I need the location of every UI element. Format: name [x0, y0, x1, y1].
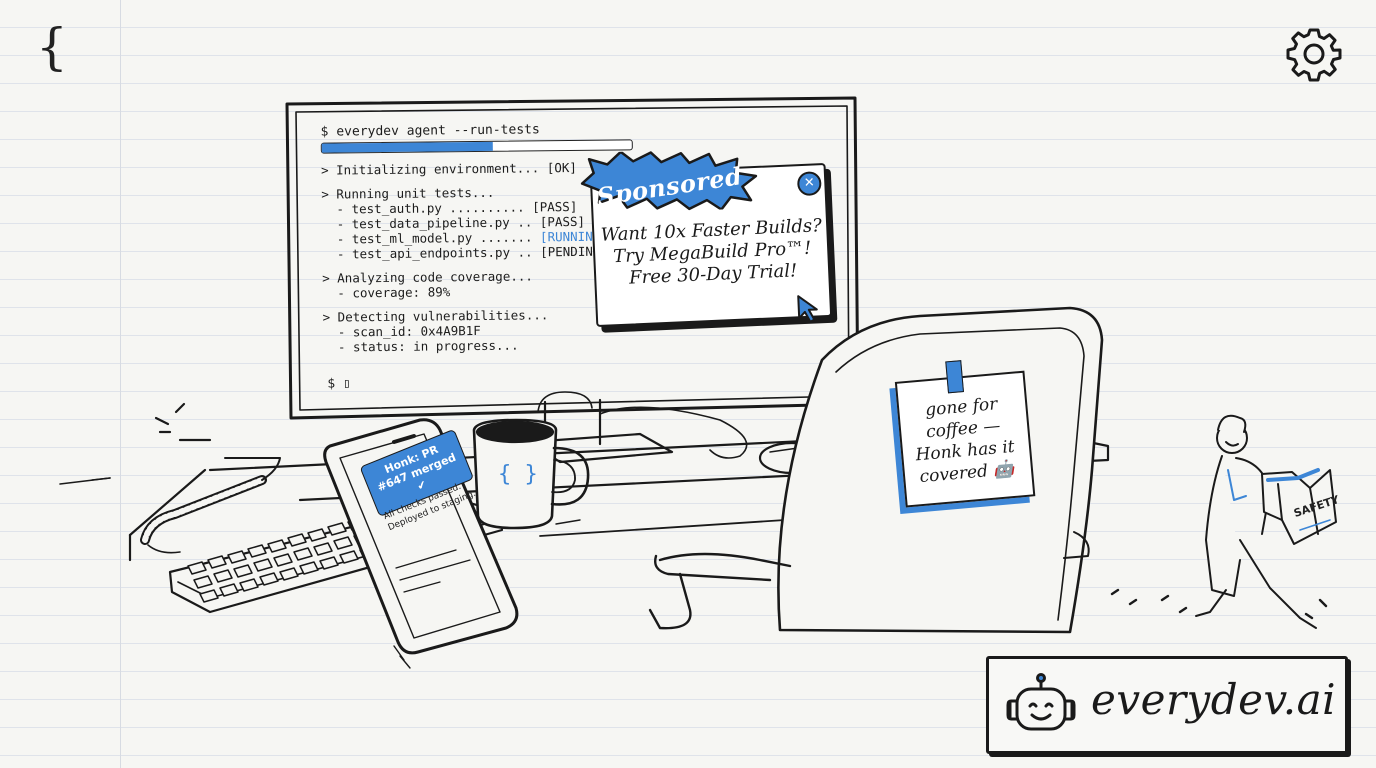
sticky-note: gone for coffee — Honk has it covered 🤖 — [894, 360, 1037, 508]
brace-logo-icon[interactable]: { — [36, 18, 68, 76]
mug-brace-logo: { } — [498, 462, 538, 487]
terminal-output: > Initializing environment... [OK]> Runn… — [321, 160, 609, 355]
terminal-line: - coverage: 89% — [322, 284, 451, 301]
notebook-margin-line — [120, 0, 121, 768]
terminal-line: > Initializing environment... [OK] — [320, 159, 577, 178]
terminal-prompt[interactable]: $ ▯ — [327, 376, 351, 392]
sponsored-ad-popup[interactable]: Sponsored ✕ Want 10x Faster Builds? Try … — [580, 150, 833, 331]
gear-icon[interactable] — [1286, 26, 1342, 82]
sponsored-badge-burst — [580, 150, 758, 211]
terminal-line: - status: in progress... — [322, 337, 519, 355]
test-progress-bar — [320, 139, 633, 154]
test-progress-fill — [321, 141, 493, 153]
sticky-note-text: gone for coffee — Honk has it covered 🤖 — [914, 394, 1016, 488]
terminal-line: - test_api_endpoints.py .. [PENDING] — [321, 243, 608, 262]
mouse-cursor-icon — [797, 295, 818, 323]
ad-copy: Want 10x Faster Builds? Try MegaBuild Pr… — [600, 215, 825, 291]
everydev-logo[interactable]: everydev.ai — [986, 656, 1348, 754]
robot-icon — [1006, 673, 1076, 731]
logo-wordmark: everydev.ai — [1091, 675, 1337, 724]
terminal-command: $ everydev agent --run-tests — [320, 122, 540, 140]
tape-strip — [945, 360, 964, 394]
